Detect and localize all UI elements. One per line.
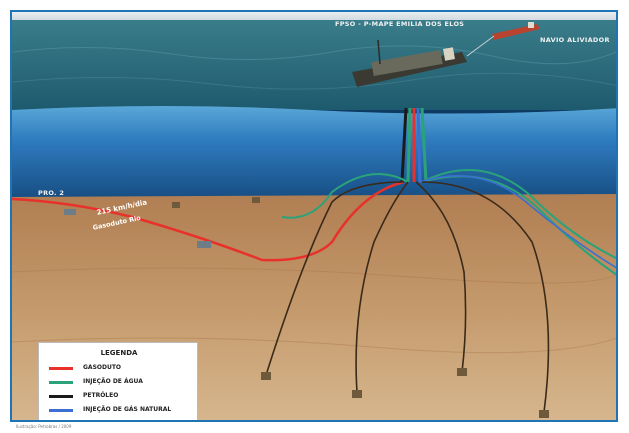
water-injection-line-east [421, 169, 616, 260]
legend-label: PETRÓLEO [83, 392, 119, 399]
gas-pipeline [12, 180, 405, 262]
tanker-ship [492, 22, 540, 40]
legend-label: INJEÇÃO DE GÁS NATURAL [83, 406, 172, 413]
manifold [64, 209, 76, 215]
wellhead [172, 202, 180, 208]
tanker-label: NAVIO ALIVIADOR [540, 36, 610, 44]
offshore-field-illustration [12, 12, 616, 420]
oil-flowline-3 [415, 181, 467, 373]
legend-swatch-gas-injection [49, 409, 73, 412]
wellhead [539, 410, 549, 418]
legend-swatch-oil [49, 395, 73, 398]
water-injection-line [281, 173, 409, 219]
fpso-ship [352, 39, 467, 87]
legend-item: PETRÓLEO [49, 391, 197, 401]
legend-item: INJEÇÃO DE ÁGUA [49, 377, 197, 387]
wellhead [261, 372, 271, 380]
legend: LEGENDA GASODUTO INJEÇÃO DE ÁGUA PETRÓLE… [38, 342, 198, 420]
gas-export-label: PRO. 2 [38, 189, 65, 197]
fpso-label: FPSO - P-MAPE EMILIA DOS ELOS [335, 20, 465, 28]
wellhead [352, 390, 362, 398]
water-column [12, 106, 616, 202]
wellhead [252, 197, 260, 203]
legend-label: INJEÇÃO DE ÁGUA [83, 378, 143, 385]
sky [12, 12, 616, 22]
wellhead [457, 368, 467, 376]
manifold [197, 241, 211, 248]
oil-flowline-1 [266, 181, 405, 373]
legend-swatch-gas [49, 367, 73, 370]
wellheads [172, 197, 549, 418]
oil-flowline-2 [355, 181, 409, 393]
hawser-line [466, 35, 495, 57]
illustration-panel: FPSO - P-MAPE EMILIA DOS ELOS NAVIO ALIV… [10, 10, 618, 422]
oil-flowline-4 [421, 181, 550, 413]
riser-bundle [400, 107, 428, 183]
legend-swatch-water [49, 381, 73, 384]
legend-label: GASODUTO [83, 364, 122, 371]
image-credit: Ilustração: Petrobras / 2009 [16, 424, 72, 429]
gas-injection-line [419, 175, 616, 269]
legend-title: LEGENDA [100, 349, 138, 357]
legend-item: INJEÇÃO DE GÁS NATURAL [49, 405, 197, 415]
legend-item: GASODUTO [49, 363, 197, 373]
sea-surface [12, 20, 616, 110]
